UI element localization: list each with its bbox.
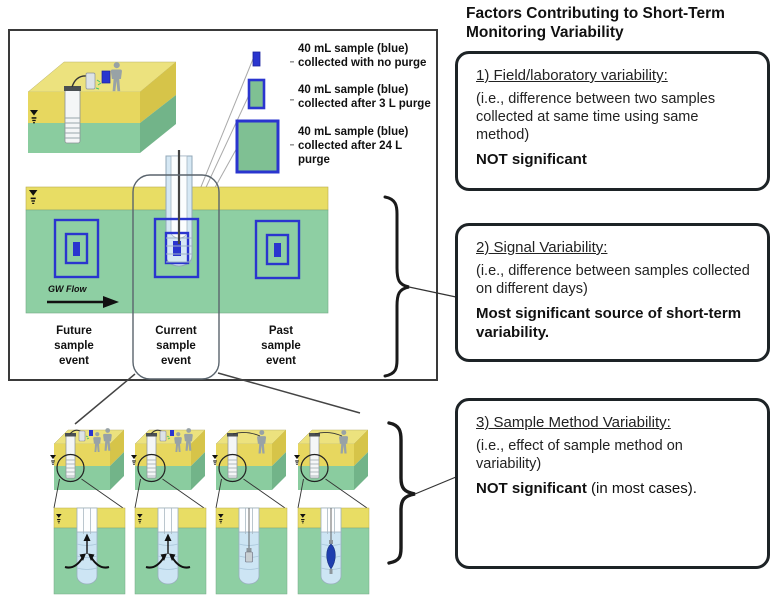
factor-conclusion: NOT significant (in most cases). xyxy=(476,480,751,499)
factor-box-signal: 2) Signal Variability: (i.e., difference… xyxy=(455,223,770,362)
bailer-icon xyxy=(326,508,336,574)
factor-heading: 2) Signal Variability: xyxy=(476,239,608,256)
fan-line-right xyxy=(217,372,361,414)
factor-conclusion: Most significant source of short-term va… xyxy=(476,305,751,342)
factor-heading: 3) Sample Method Variability: xyxy=(476,414,671,431)
factor-heading: 1) Field/laboratory variability: xyxy=(476,67,668,84)
event-label-current: Current sample event xyxy=(155,325,197,367)
factor-body: (i.e., difference between samples collec… xyxy=(476,263,750,297)
legend-label-no-purge: 40 mL sample (blue) collected with no pu… xyxy=(298,43,427,69)
legend-swatch-no-purge xyxy=(252,51,261,67)
factor-box-method: 3) Sample Method Variability: (i.e., eff… xyxy=(455,398,770,569)
sample-volume-current xyxy=(153,217,200,279)
legend-swatch-24l-purge xyxy=(235,119,280,174)
sample-volume-past xyxy=(254,219,301,280)
mini-diagram-3 xyxy=(212,430,287,594)
gw-flow-arrow xyxy=(47,296,119,308)
factor-conclusion: NOT significant xyxy=(476,151,751,170)
legend-swatch-3l-purge xyxy=(247,78,266,110)
figure-title: Factors Contributing to Short-Term Monit… xyxy=(466,5,725,42)
mini-diagram-1 xyxy=(50,428,125,594)
site-block-3d xyxy=(27,61,177,153)
factor-conclusion-rest: (in most cases). xyxy=(586,479,697,497)
factor-conclusion-bold: Most significant source of short-term va… xyxy=(476,304,742,341)
event-label-past: Past sample event xyxy=(261,325,301,367)
fan-line-left xyxy=(74,373,136,425)
brace-signal-variability xyxy=(383,195,457,378)
sample-volume-future xyxy=(53,218,100,279)
legend-label-24l-purge: 40 mL sample (blue) collected after 24 L… xyxy=(298,126,409,166)
event-label-future: Future sample event xyxy=(54,325,94,367)
mini-diagram-2 xyxy=(131,428,206,594)
gw-flow-label: GW Flow xyxy=(48,284,87,294)
brace-method-variability xyxy=(387,421,457,565)
legend-label-3l-purge: 40 mL sample (blue) collected after 3 L … xyxy=(298,84,431,110)
factor-conclusion-bold: NOT significant xyxy=(476,479,587,497)
main-diagram-frame xyxy=(8,29,438,381)
aquifer-cross-section xyxy=(25,150,329,314)
factor-body: (i.e., difference between two samples co… xyxy=(476,91,716,143)
factor-conclusion-bold: NOT significant xyxy=(476,150,587,168)
factor-box-field-lab: 1) Field/laboratory variability: (i.e., … xyxy=(455,51,770,191)
current-event-highlight xyxy=(132,174,220,380)
mini-diagram-4 xyxy=(294,430,369,594)
passive-sampler-icon xyxy=(245,508,253,563)
factor-body: (i.e., effect of sample method on variab… xyxy=(476,438,683,472)
